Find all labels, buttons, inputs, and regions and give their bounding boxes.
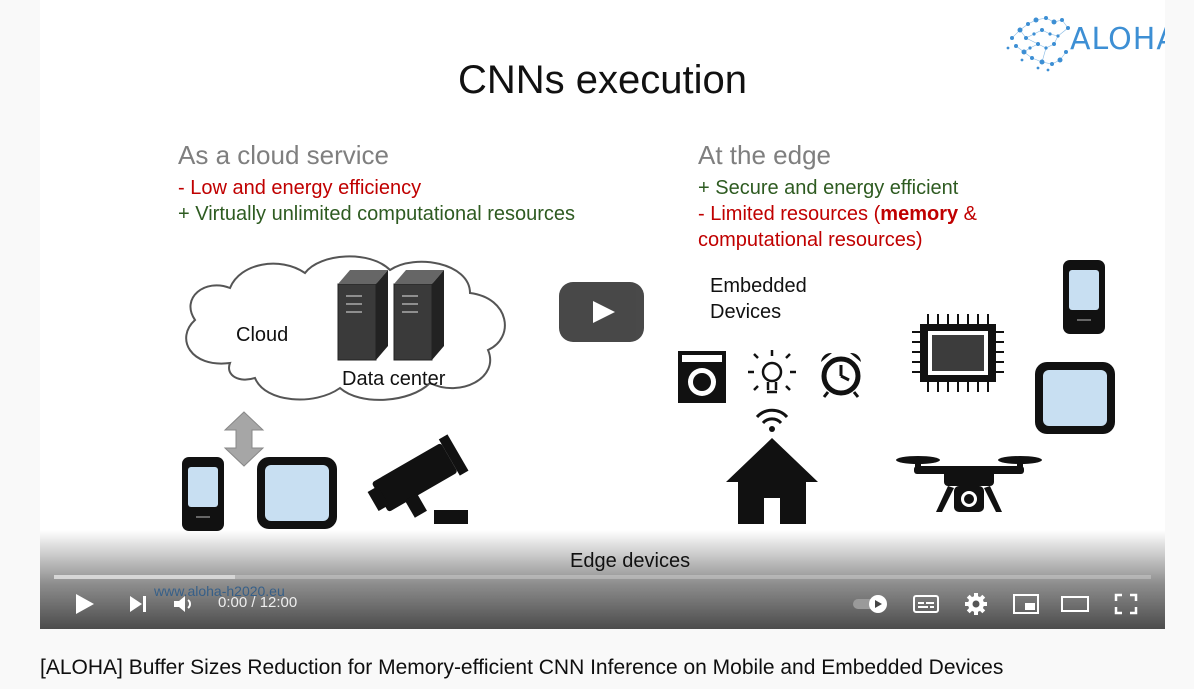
- aloha-logo-network-icon: [1006, 16, 1070, 72]
- time-display: 0:00 / 12:00: [218, 594, 298, 611]
- smartphone-icon: [182, 457, 224, 531]
- washing-machine-icon: [678, 351, 726, 403]
- double-arrow-icon: [223, 411, 265, 467]
- progress-loaded: [54, 575, 235, 579]
- data-center-label: Data center: [342, 368, 446, 390]
- server-rack-icon: [337, 270, 444, 361]
- security-camera-icon: [367, 434, 469, 524]
- large-play-button[interactable]: [559, 282, 644, 342]
- play-button[interactable]: [68, 588, 100, 620]
- video-frame: ALOHA CNNs execution As a cloud service …: [40, 0, 1165, 629]
- theater-mode-icon: [1061, 596, 1089, 612]
- edge-devices-label: Edge devices: [570, 550, 691, 572]
- theater-mode-button[interactable]: [1056, 588, 1094, 620]
- microchip-icon: [912, 314, 1004, 392]
- slide-title: CNNs execution: [457, 58, 747, 102]
- edge-pro-text: + Secure and energy efficient: [698, 177, 959, 199]
- volume-icon: [174, 596, 191, 612]
- video-title: [ALOHA] Buffer Sizes Reduction for Memor…: [40, 656, 1004, 679]
- tablet-icon: [257, 457, 337, 529]
- embedded-label-line2: Devices: [710, 301, 782, 323]
- cloud-con-text: - Low and energy efficiency: [178, 177, 422, 199]
- fullscreen-button[interactable]: [1108, 588, 1144, 620]
- next-icon: [130, 596, 146, 612]
- tablet-icon-right: [1035, 362, 1115, 434]
- website-watermark: www.aloha-h2020.eu: [154, 583, 285, 599]
- logo-wordmark: ALOHA: [1070, 22, 1165, 57]
- fullscreen-icon: [1114, 593, 1138, 615]
- settings-gear-icon: [965, 593, 987, 615]
- autoplay-toggle[interactable]: [848, 588, 892, 620]
- miniplayer-icon: [1013, 594, 1039, 614]
- smart-home-icon: [726, 438, 818, 524]
- miniplayer-button[interactable]: [1008, 588, 1044, 620]
- edge-con-text: - Limited resources (memory &: [698, 203, 977, 225]
- subtitles-icon: [913, 595, 939, 613]
- cloud-label: Cloud: [236, 324, 289, 346]
- volume-button[interactable]: [168, 588, 200, 620]
- embedded-label-line1: Embedded: [710, 275, 807, 297]
- alarm-clock-icon: [821, 352, 861, 398]
- smartphone-icon-right: [1063, 260, 1105, 334]
- cloud-service-heading: As a cloud service: [178, 140, 389, 170]
- wifi-icon: [755, 408, 789, 432]
- light-bulb-icon: [748, 350, 796, 394]
- controls-gradient: [40, 530, 1165, 629]
- drone-icon: [896, 456, 1042, 512]
- progress-bar[interactable]: [54, 575, 1151, 579]
- subtitles-button[interactable]: [908, 588, 944, 620]
- edge-heading: At the edge: [698, 140, 831, 170]
- play-icon: [76, 594, 94, 614]
- edge-con-text-line2: computational resources): [698, 229, 923, 251]
- next-button[interactable]: [122, 588, 154, 620]
- settings-button[interactable]: [958, 588, 994, 620]
- cloud-pro-text: + Virtually unlimited computational reso…: [178, 203, 576, 225]
- autoplay-toggle-icon: [853, 595, 887, 613]
- video-player[interactable]: ALOHA CNNs execution As a cloud service …: [40, 0, 1165, 629]
